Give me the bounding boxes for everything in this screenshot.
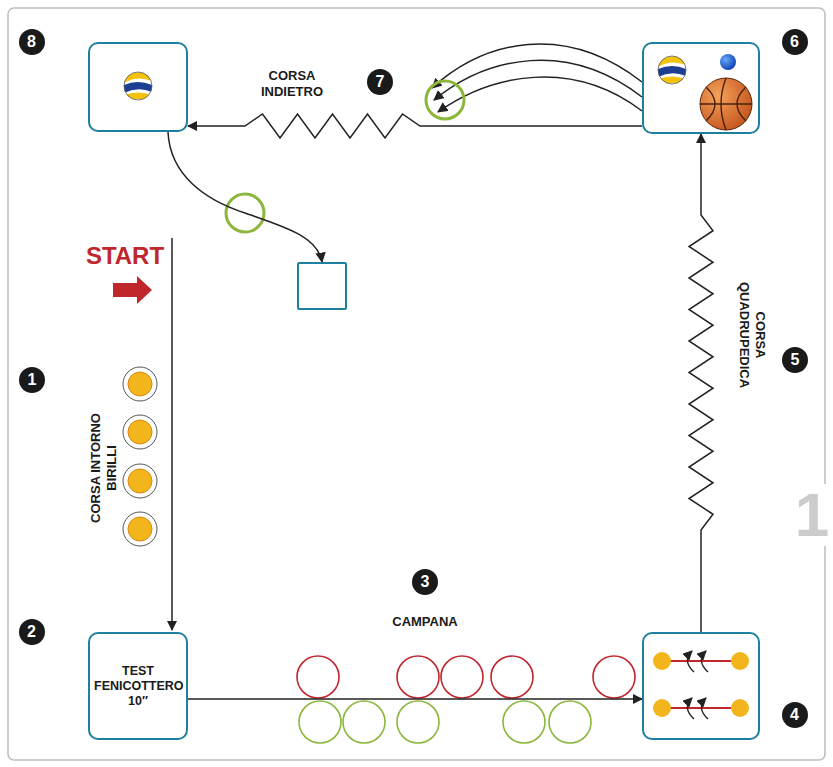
connector <box>689 134 713 632</box>
flamingo-drill <box>653 651 749 719</box>
station-box: 4 <box>642 632 760 740</box>
step-label: CAMPANA <box>392 614 457 630</box>
frame <box>8 8 825 760</box>
connector <box>188 114 642 138</box>
start-line <box>171 238 173 630</box>
step-label: CORSA QUADRUPEDICA <box>736 275 767 395</box>
box-text: TEST FENICOTTERO 10″ <box>94 664 182 709</box>
green-hoops <box>299 701 591 743</box>
station-box: 6 <box>642 42 760 134</box>
volleyball <box>656 56 688 86</box>
target-circle <box>426 81 464 119</box>
callout-number: 3 <box>412 569 438 595</box>
page-number: 1 <box>793 484 831 546</box>
step-label: CORSA INTORNO BIRILLI <box>88 410 119 526</box>
connector <box>168 132 322 262</box>
callout-number: 1 <box>19 367 45 393</box>
station-box <box>297 262 347 310</box>
start-label: START <box>86 244 164 268</box>
station-box: 8 <box>88 42 188 132</box>
step-label: CORSA INDIETRO <box>242 68 342 99</box>
callout-number: 7 <box>367 69 393 95</box>
callout-number: 6 <box>782 29 808 55</box>
small-ball <box>720 54 736 70</box>
station-box: 2TEST FENICOTTERO 10″ <box>88 632 188 740</box>
connector <box>188 698 642 700</box>
basketball <box>700 78 752 130</box>
start-arrow <box>113 276 152 304</box>
red-hoops <box>297 656 635 698</box>
callout-number: 2 <box>19 619 45 645</box>
callout-number: 8 <box>19 29 45 55</box>
callout-number: 4 <box>782 702 808 728</box>
callout-number: 5 <box>782 347 808 373</box>
cones <box>123 367 157 546</box>
volleyball <box>122 72 154 102</box>
